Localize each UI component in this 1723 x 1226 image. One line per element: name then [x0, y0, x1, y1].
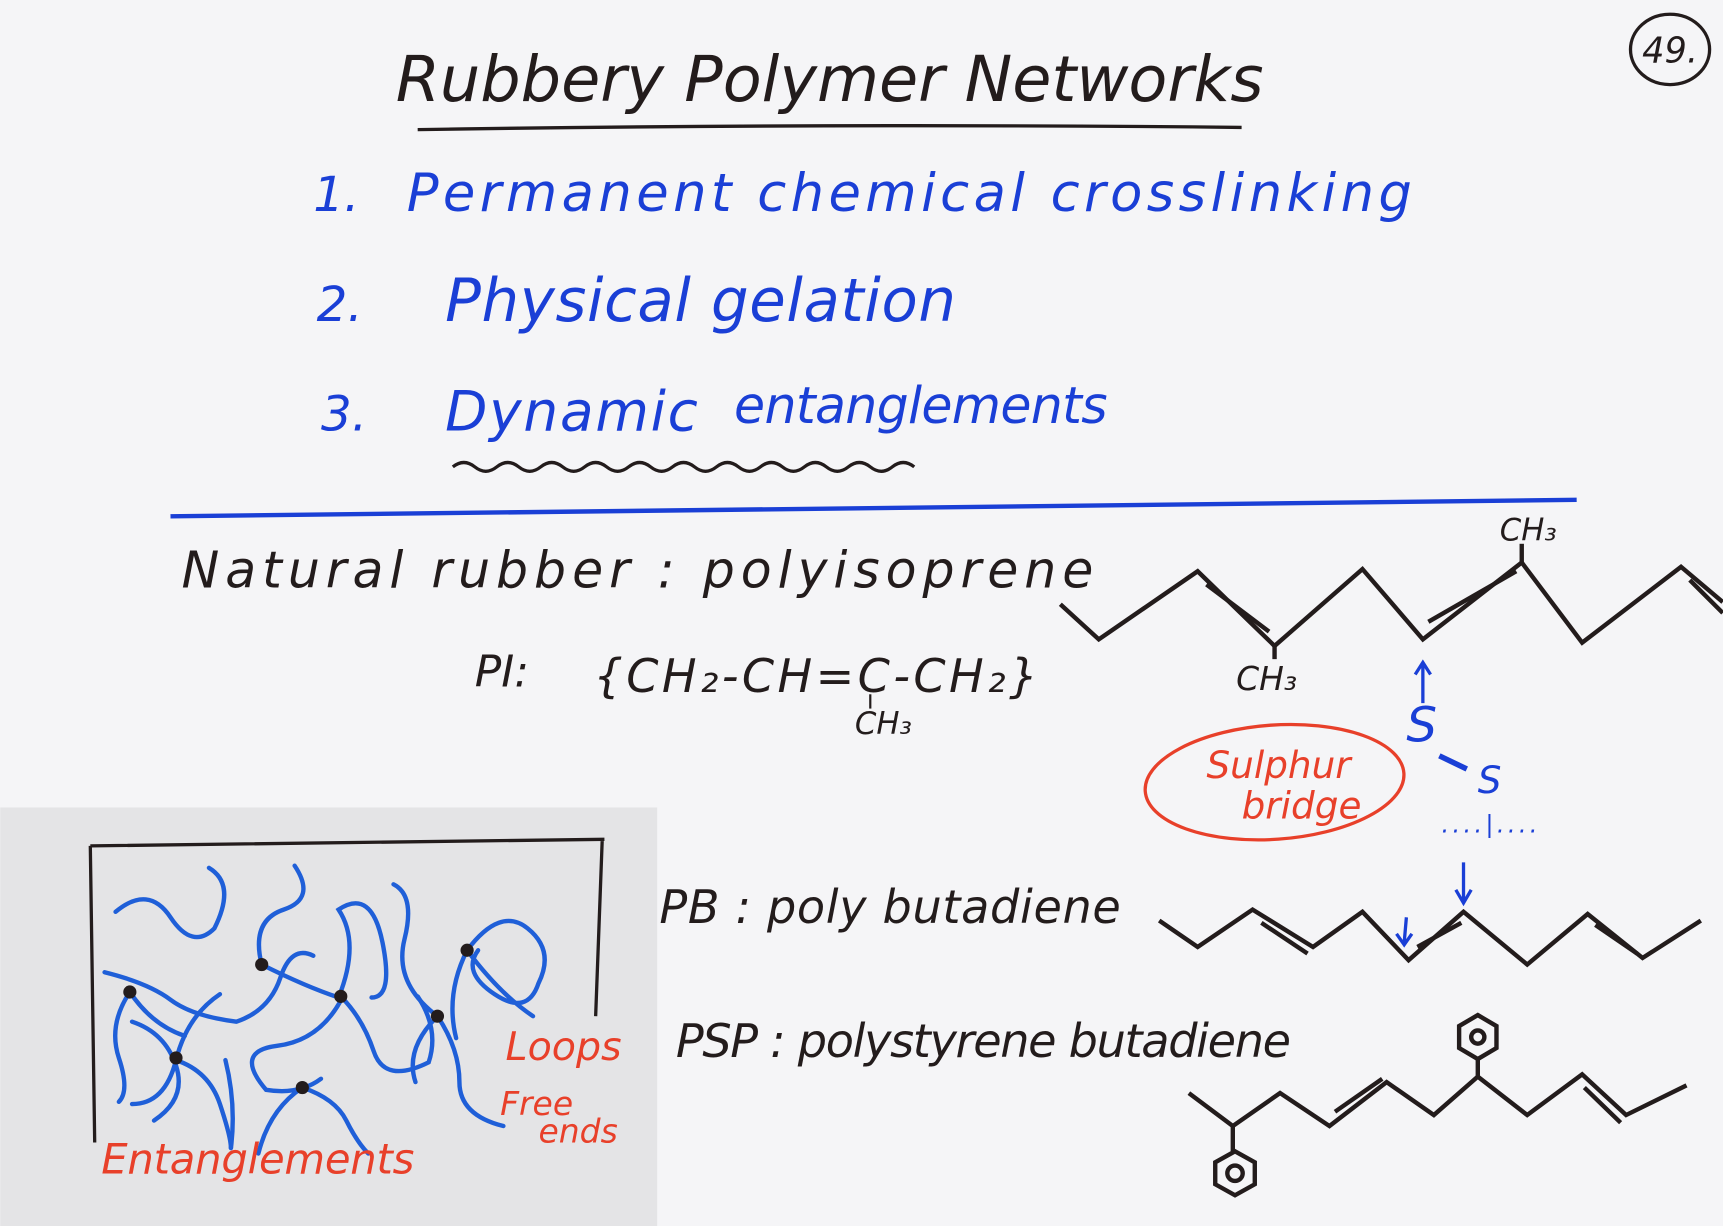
pi-formula: {CH₂-CH=C-CH₂} [593, 649, 1038, 703]
sulphur-bridge-label: bridge [1242, 783, 1362, 827]
loops-label: Loops [506, 1024, 622, 1070]
sulphur-atom: S [1478, 758, 1502, 802]
natural-rubber-heading: Natural rubber : polyisoprene [181, 541, 1093, 600]
list-item-emphasis: Dynamic [445, 380, 698, 444]
benzene-ring-icon [1456, 1012, 1499, 1062]
network-sketch: Loops Free ends Entanglements [0, 807, 658, 1226]
benzene-ring-icon [1213, 1148, 1257, 1198]
network-types-list: 1. Permanent chemical crosslinking 2. Ph… [313, 163, 1412, 473]
methyl-label: CH₃ [1236, 659, 1297, 698]
list-number: 3. [321, 387, 367, 443]
page-number: 49. [1628, 12, 1712, 87]
list-item-text: Physical gelation [445, 266, 956, 335]
page-number-text: 49. [1642, 31, 1698, 72]
list-number: 1. [313, 167, 359, 223]
title-underline [417, 124, 1242, 132]
page-title: Rubbery Polymer Networks [396, 43, 1264, 117]
arrow-down-icon [1395, 917, 1414, 948]
section-divider [170, 497, 1577, 519]
free-ends-label: Free [500, 1084, 573, 1123]
arrow-up-icon [1413, 659, 1432, 704]
pb-label: PB : poly butadiene [659, 880, 1120, 934]
methyl-label: CH₃ [1500, 512, 1557, 548]
list-item-text: Permanent chemical crosslinking [407, 163, 1412, 224]
wavy-underline [451, 460, 916, 473]
polystyrene-butadiene-chain [1187, 1012, 1688, 1198]
sulphur-bridge-label: Sulphur [1206, 743, 1353, 787]
polybutadiene-chain [1157, 862, 1702, 968]
pi-formula-methyl: CH₃ [855, 706, 912, 742]
list-item-text: entanglements [734, 376, 1108, 435]
free-ends-label: ends [539, 1112, 618, 1151]
sulphur-bridge: S S ....|.... Sulphur bridge [1143, 659, 1541, 842]
arrow-down-icon [1454, 862, 1473, 907]
pi-label: PI: [475, 647, 529, 698]
sulphur-atom: S [1406, 698, 1437, 754]
polyisoprene-chain [1058, 543, 1723, 660]
entanglements-label: Entanglements [101, 1134, 414, 1183]
list-number: 2. [317, 277, 363, 333]
sulphur-continuation: ....|.... [1442, 811, 1541, 839]
psp-label: PSP : polystyrene butadiene [676, 1014, 1291, 1068]
